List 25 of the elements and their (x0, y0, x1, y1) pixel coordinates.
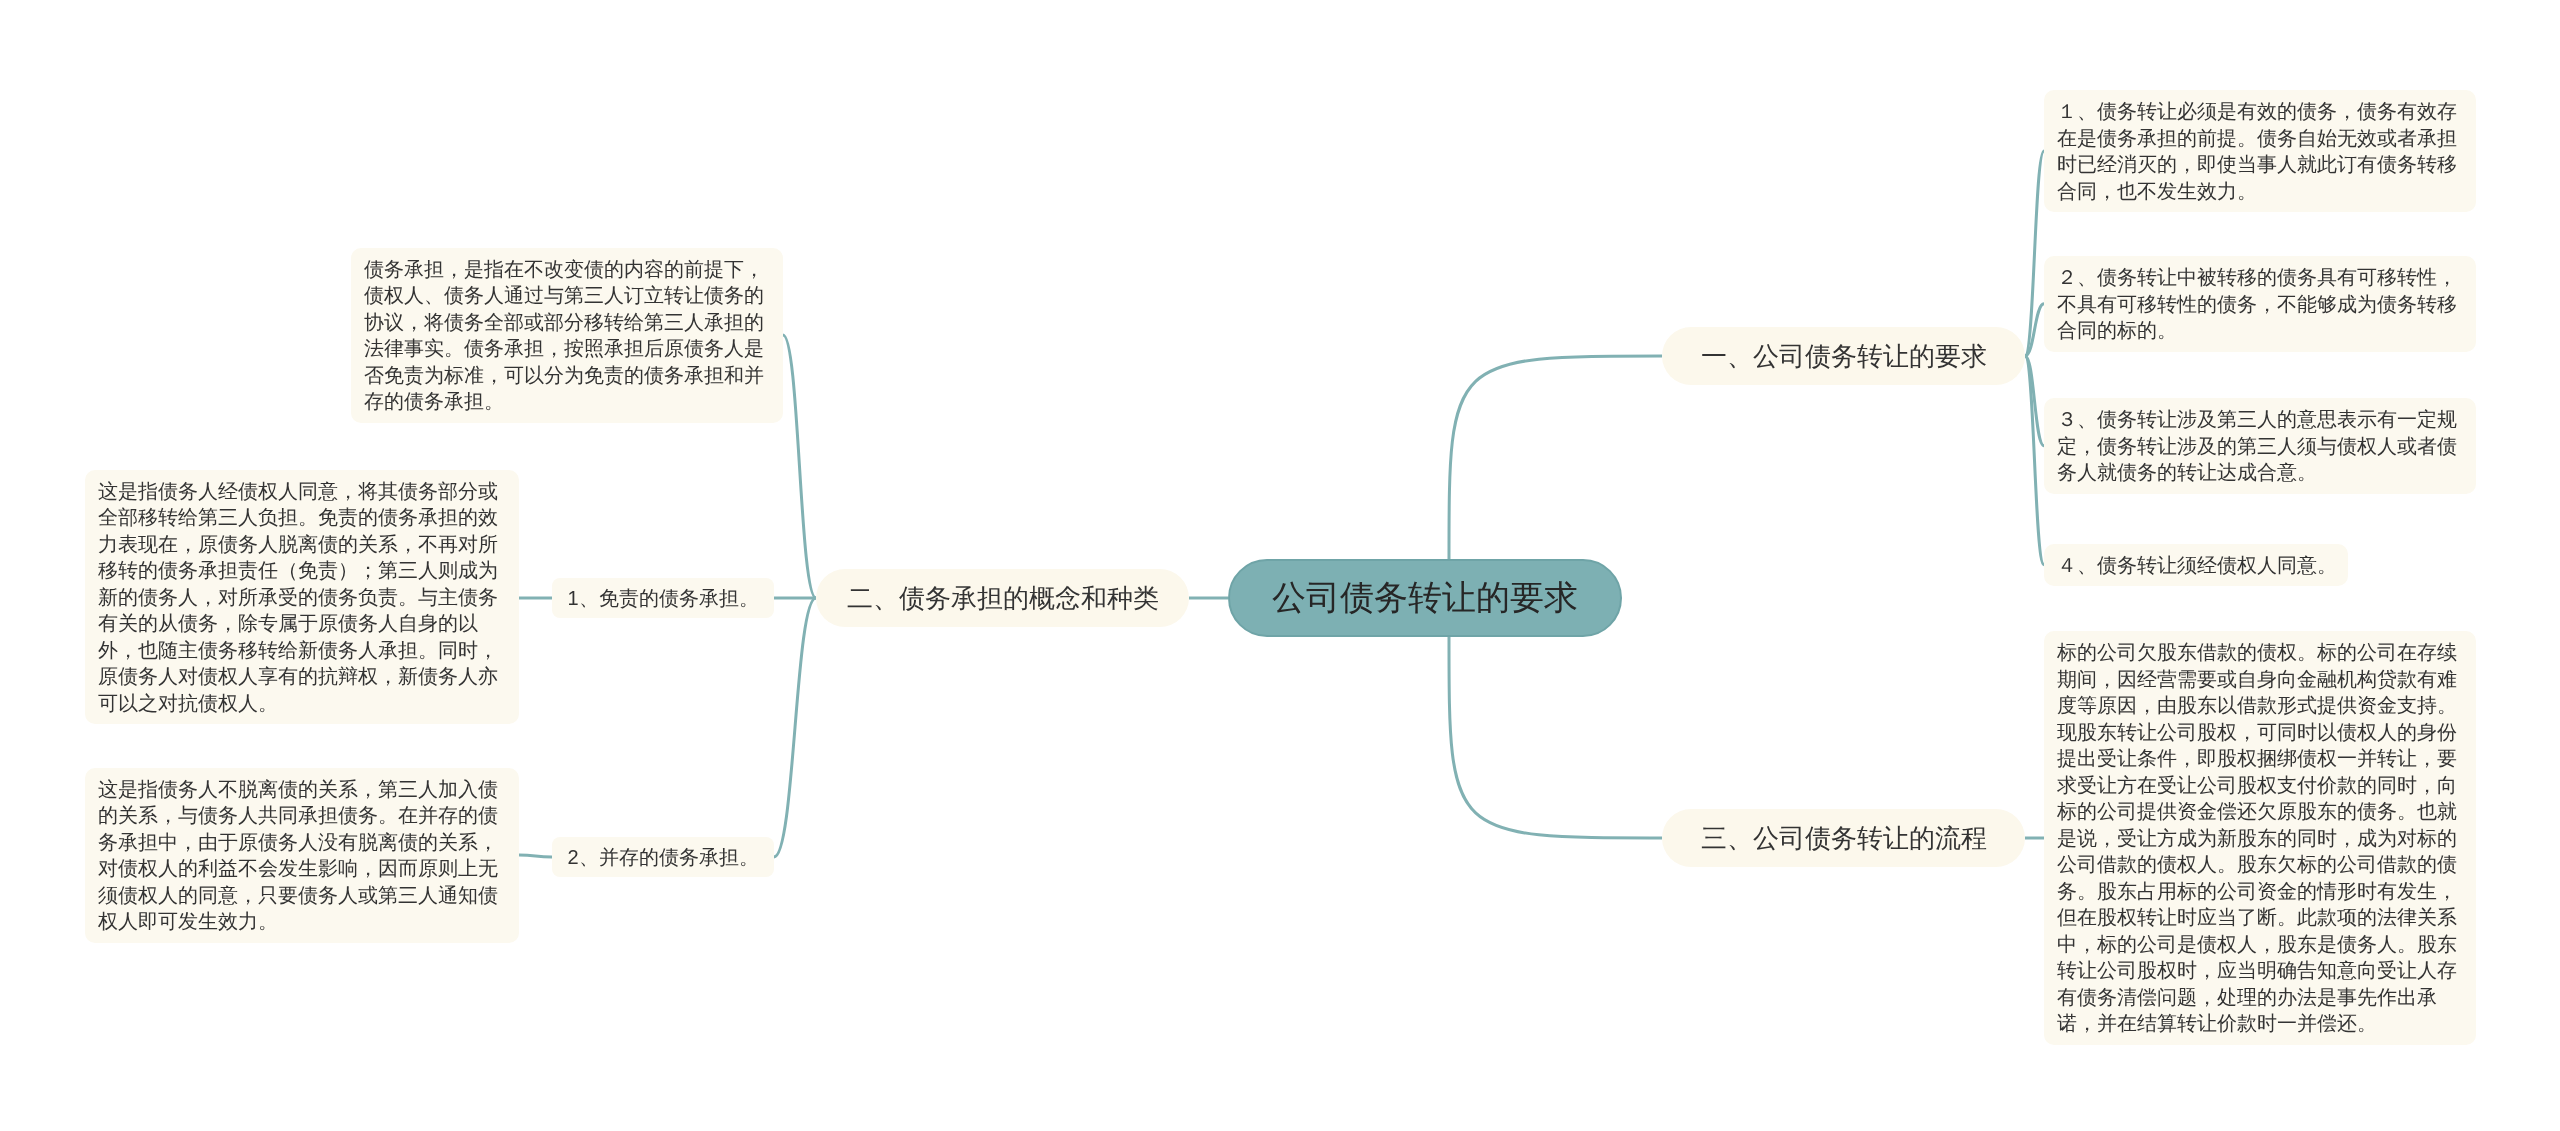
connector-line (772, 596, 818, 859)
subtopic-card: 1、免责的债务承担。 (552, 578, 774, 618)
note-card: 这是指债务人不脱离债的关系，第三人加入债的关系，与债务人共同承担债务。在并存的债务承担中，由于原债务人没有脱离债的关系，对债权人的利益不会发生影响，因而原则上无须债权人的同意，只要债务人或第三人通知债权人即可发生效力。 (85, 767, 519, 943)
branch-topic: 一、公司债务转让的要求 (1662, 327, 2025, 385)
note-card: 标的公司欠股东借款的债权。标的公司在存续期间，因经营需要或自身向金融机构贷款有难度等原因，由股东以借款形式提供资金支持。现股东转让公司股权，可同时以债权人的身份提出受让条件，即股权捆绑债权一并转让，要求受让方在受让公司股权支付价款的同时，向标的公司提供资金偿还欠原股东的债务。也就是说，受让方成为新股东的同时，成为对标的公司借款的债权人。股东欠标的公司借款的债务。股东占用标的公司资金的情形时有发生，但在股权转让时应当了断。此款项的法律关系中，标的公司是债权人，股东是债务人。股东转让公司股权时，应当明确告知意向受让人存有债务清偿问题，处理的办法是事先作出承诺，并在结算转让价款时一并偿还。 (2044, 631, 2476, 1045)
central-topic: 公司债务转让的要求 (1228, 559, 1622, 637)
connector-line (2025, 836, 2044, 840)
connector-line (774, 596, 816, 600)
connector-line (1447, 354, 1662, 559)
connector-line (2024, 302, 2045, 358)
branch-topic: 三、公司债务转让的流程 (1662, 809, 2025, 867)
connector-line (2024, 354, 2045, 447)
note-card: １、债务转让必须是有效的债务，债务有效存在是债务承担的前提。债务自始无效或者承担时已经消灭的，即使当事人就此订有债务转移合同，也不发生效力。 (2044, 90, 2476, 212)
connector-line (1189, 596, 1228, 600)
connector-line (781, 334, 818, 599)
note-card: ２、债务转让中被转移的债务具有可移转性，不具有可移转性的债务，不能够成为债务转移合同的标的。 (2044, 256, 2476, 352)
note-card: ３、债务转让涉及第三人的意思表示有一定规定，债务转让涉及的第三人须与债权人或者债务人就债务的转让达成合意。 (2044, 398, 2476, 494)
subtopic-card: 2、并存的债务承担。 (552, 837, 774, 877)
connector-line (519, 853, 552, 859)
connector-line (519, 596, 552, 600)
note-card: 债务承担，是指在不改变债的内容的前提下，债权人、债务人通过与第三人订立转让债务的协议，将债务全部或部分移转给第三人承担的法律事实。债务承担，按照承担后原债务人是否免责为标准，可以分为免责的债务承担和并存的债务承担。 (351, 247, 783, 423)
branch-topic: 二、债务承担的概念和种类 (816, 569, 1189, 627)
note-card: 这是指债务人经债权人同意，将其债务部分或全部移转给第三人负担。免责的债务承担的效力表现在，原债务人脱离债的关系，不再对所移转的债务承担责任（免责）；第三人则成为新的债务人，对所承受的债务负责。与主债务有关的从债务，除专属于原债务人自身的以外，也随主债务移转给新债务人承担。同时，原债务人对债权人享有的抗辩权，新债务人亦可以之对抗债权人。 (85, 469, 519, 724)
note-card: ４、债务转让须经债权人同意。 (2044, 543, 2348, 586)
connector-line (1447, 637, 1662, 840)
